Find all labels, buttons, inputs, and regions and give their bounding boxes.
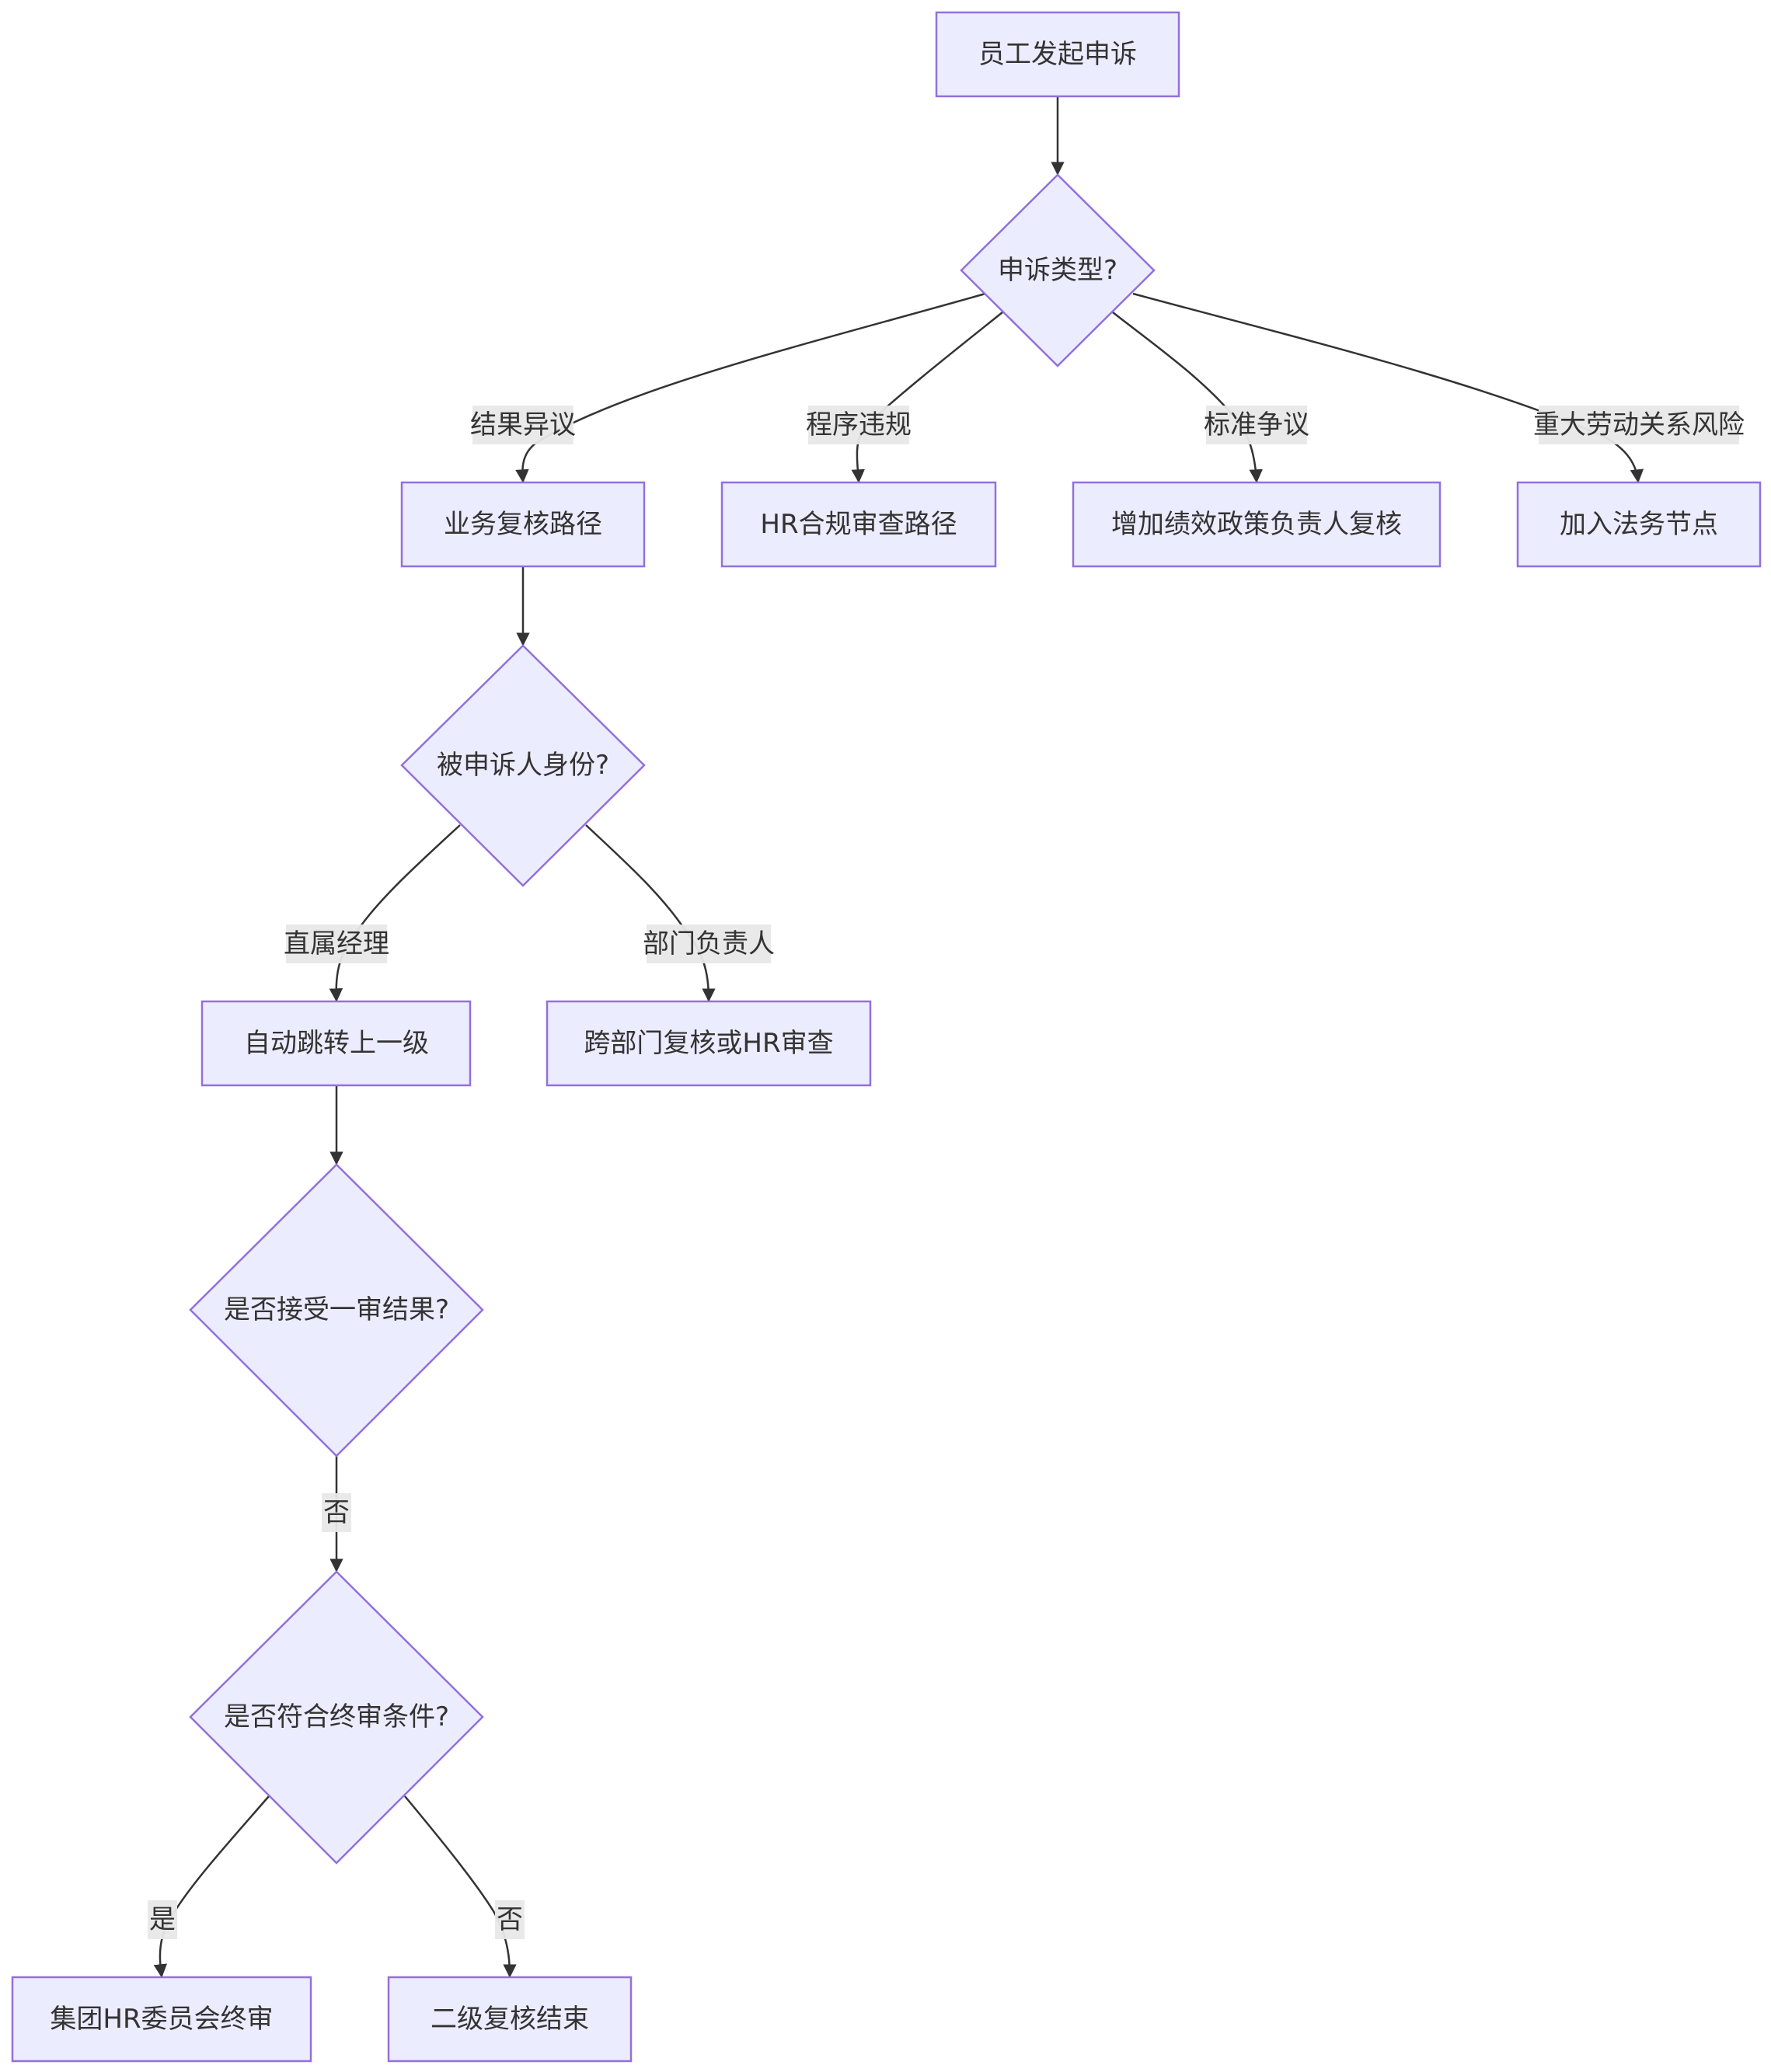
node-policy-review[interactable]: 增加绩效政策负责人复核 [1072,481,1442,568]
edge-label-no-final: 否 [495,1900,525,1939]
edge-type-to-business [515,292,986,483]
node-business-review-label: 业务复核路径 [444,509,602,540]
node-legal-label: 加入法务节点 [1560,509,1718,540]
node-policy-review-label: 增加绩效政策负责人复核 [1111,509,1402,540]
edge-label-no-accept: 否 [322,1493,351,1532]
edge-label-major-risk: 重大劳动关系风险 [1533,406,1745,444]
edge-label-major-risk-text: 重大劳动关系风险 [1533,409,1745,441]
node-group-hr[interactable]: 集团HR委员会终审 [11,1976,312,2063]
node-accept-decision-label: 是否接受一审结果? [224,1294,449,1325]
edge-identity-to-cross [585,824,716,1002]
node-hr-compliance-label: HR合规审查路径 [760,509,957,540]
edge-labels: 结果异议 程序违规 标准争议 重大劳动关系风险 直属经理 部门负责人 否 是 [148,406,1745,1939]
edge-label-no-final-text: 否 [497,1904,523,1935]
node-type-decision[interactable]: 申诉类型? [960,173,1156,367]
node-cross-dept-label: 跨部门复核或HR审查 [584,1028,833,1059]
edge-label-dept-head-text: 部门负责人 [643,928,775,959]
node-group-hr-label: 集团HR委员会终审 [50,2004,273,2035]
edge-type-to-legal [1132,292,1644,483]
edge-final-to-end [404,1795,517,1978]
node-cross-dept[interactable]: 跨部门复核或HR审查 [546,1000,872,1087]
edge-label-standard-dispute-text: 标准争议 [1204,409,1309,441]
node-hr-compliance[interactable]: HR合规审查路径 [720,481,997,568]
node-final-decision-label: 是否符合终审条件? [224,1701,449,1732]
edge-label-procedure-violation-text: 程序违规 [806,409,912,441]
node-final-decision[interactable]: 是否符合终审条件? [189,1570,484,1865]
edges [153,96,1644,1978]
edge-identity-to-auto [329,824,461,1002]
edge-label-yes-final-text: 是 [149,1904,176,1935]
node-start[interactable]: 员工发起申诉 [935,11,1180,98]
edge-label-yes-final: 是 [148,1900,177,1939]
node-second-end[interactable]: 二级复核结束 [387,1976,633,2063]
node-second-end-label: 二级复核结束 [431,2004,589,2035]
node-auto-escalate-label: 自动跳转上一级 [244,1028,429,1059]
node-type-decision-label: 申诉类型? [998,255,1117,286]
edge-type-to-policy [1112,312,1263,483]
node-identity-decision-label: 被申诉人身份? [437,750,609,781]
node-identity-decision[interactable]: 被申诉人身份? [400,644,646,887]
edge-label-procedure-violation: 程序违规 [806,406,912,444]
node-start-label: 员工发起申诉 [978,39,1137,70]
edge-label-standard-dispute: 标准争议 [1204,406,1309,444]
edge-label-result-dispute: 结果异议 [470,406,576,444]
edge-label-dept-head: 部门负责人 [643,925,775,963]
edge-label-direct-manager: 直属经理 [284,925,389,963]
edge-final-to-grouphr [153,1795,270,1978]
edge-label-result-dispute-text: 结果异议 [470,409,576,441]
edge-type-to-hr [851,312,1003,483]
node-accept-decision[interactable]: 是否接受一审结果? [189,1163,484,1457]
node-auto-escalate[interactable]: 自动跳转上一级 [200,1000,472,1087]
edge-label-no-accept-text: 否 [323,1497,350,1528]
node-business-review[interactable]: 业务复核路径 [400,481,646,568]
edge-label-direct-manager-text: 直属经理 [284,928,389,959]
node-legal[interactable]: 加入法务节点 [1516,481,1762,568]
nodes: 员工发起申诉 申诉类型? 业务复核路径 HR合规审查路径 增加绩效政策负责人复核… [11,11,1762,2063]
